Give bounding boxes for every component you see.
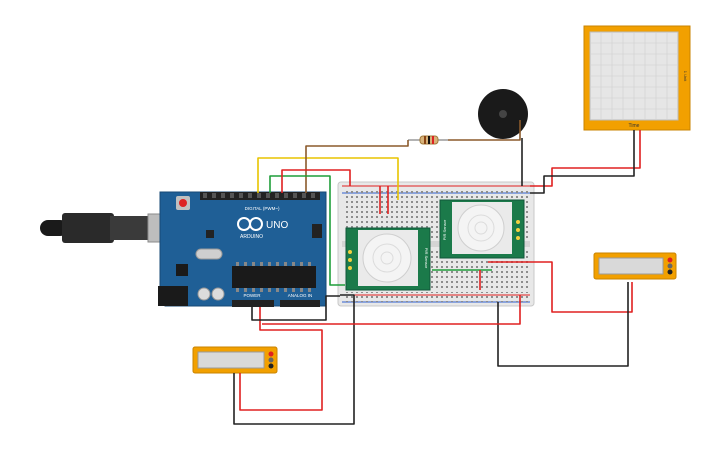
wire-green[interactable] bbox=[269, 175, 345, 286]
power-jack[interactable] bbox=[158, 286, 188, 306]
arduino-logo-text: ARDUINO bbox=[240, 234, 263, 240]
breadboard-rail-holes-bottom bbox=[346, 292, 528, 302]
wire-brown-2[interactable] bbox=[448, 120, 521, 141]
wire-red-scope[interactable] bbox=[530, 130, 641, 187]
multimeter-right[interactable] bbox=[593, 252, 677, 280]
pir-sensor-1[interactable]: PIR Sensor bbox=[345, 227, 431, 291]
wire-black-scope[interactable] bbox=[530, 130, 635, 194]
wire-black-right[interactable] bbox=[497, 282, 629, 367]
atmega-chip bbox=[232, 266, 316, 288]
arduino-logo-icon bbox=[237, 217, 263, 231]
arduino-uno[interactable]: DIGITAL (PWM~) UNO ARDUINO bbox=[158, 191, 327, 307]
piezo-buzzer[interactable] bbox=[478, 89, 528, 139]
oscilloscope-grid bbox=[590, 32, 678, 120]
analog-header-label: ANALOG IN bbox=[288, 293, 313, 298]
power-header-label: POWER bbox=[243, 293, 261, 298]
oscilloscope-unit-label: 1 Unit bbox=[683, 71, 688, 82]
wire-yellow[interactable] bbox=[257, 157, 399, 200]
pir-sensor-1-label: PIR Sensor bbox=[424, 248, 429, 269]
arduino-brand: UNO bbox=[266, 220, 288, 231]
breadboard-rail-holes-top bbox=[346, 188, 528, 198]
analog-header[interactable] bbox=[280, 300, 320, 307]
digital-header-label: DIGITAL (PWM~) bbox=[245, 206, 280, 211]
oscilloscope[interactable]: Time 1 Unit bbox=[583, 25, 691, 131]
multimeter-left-display bbox=[197, 351, 265, 369]
power-header[interactable] bbox=[232, 300, 274, 307]
wire-red-top[interactable] bbox=[281, 169, 351, 193]
wire-red-left-meter[interactable] bbox=[239, 307, 323, 411]
wire-red-right[interactable] bbox=[488, 261, 633, 313]
wire-black-left-meter[interactable] bbox=[233, 294, 355, 425]
pir-sensor-2-label: PIR Sensor bbox=[442, 219, 447, 240]
multimeter-left[interactable] bbox=[192, 346, 278, 374]
usb-cable[interactable] bbox=[40, 213, 179, 243]
wire-red-breadboard-low[interactable] bbox=[262, 295, 521, 325]
oscilloscope-time-label: Time bbox=[629, 123, 640, 129]
pir-sensor-2[interactable]: PIR Sensor bbox=[439, 199, 525, 259]
multimeter-right-display bbox=[598, 257, 664, 275]
wires[interactable] bbox=[233, 120, 641, 425]
resistor[interactable] bbox=[408, 135, 448, 145]
wire-black-arduino[interactable] bbox=[251, 295, 340, 321]
